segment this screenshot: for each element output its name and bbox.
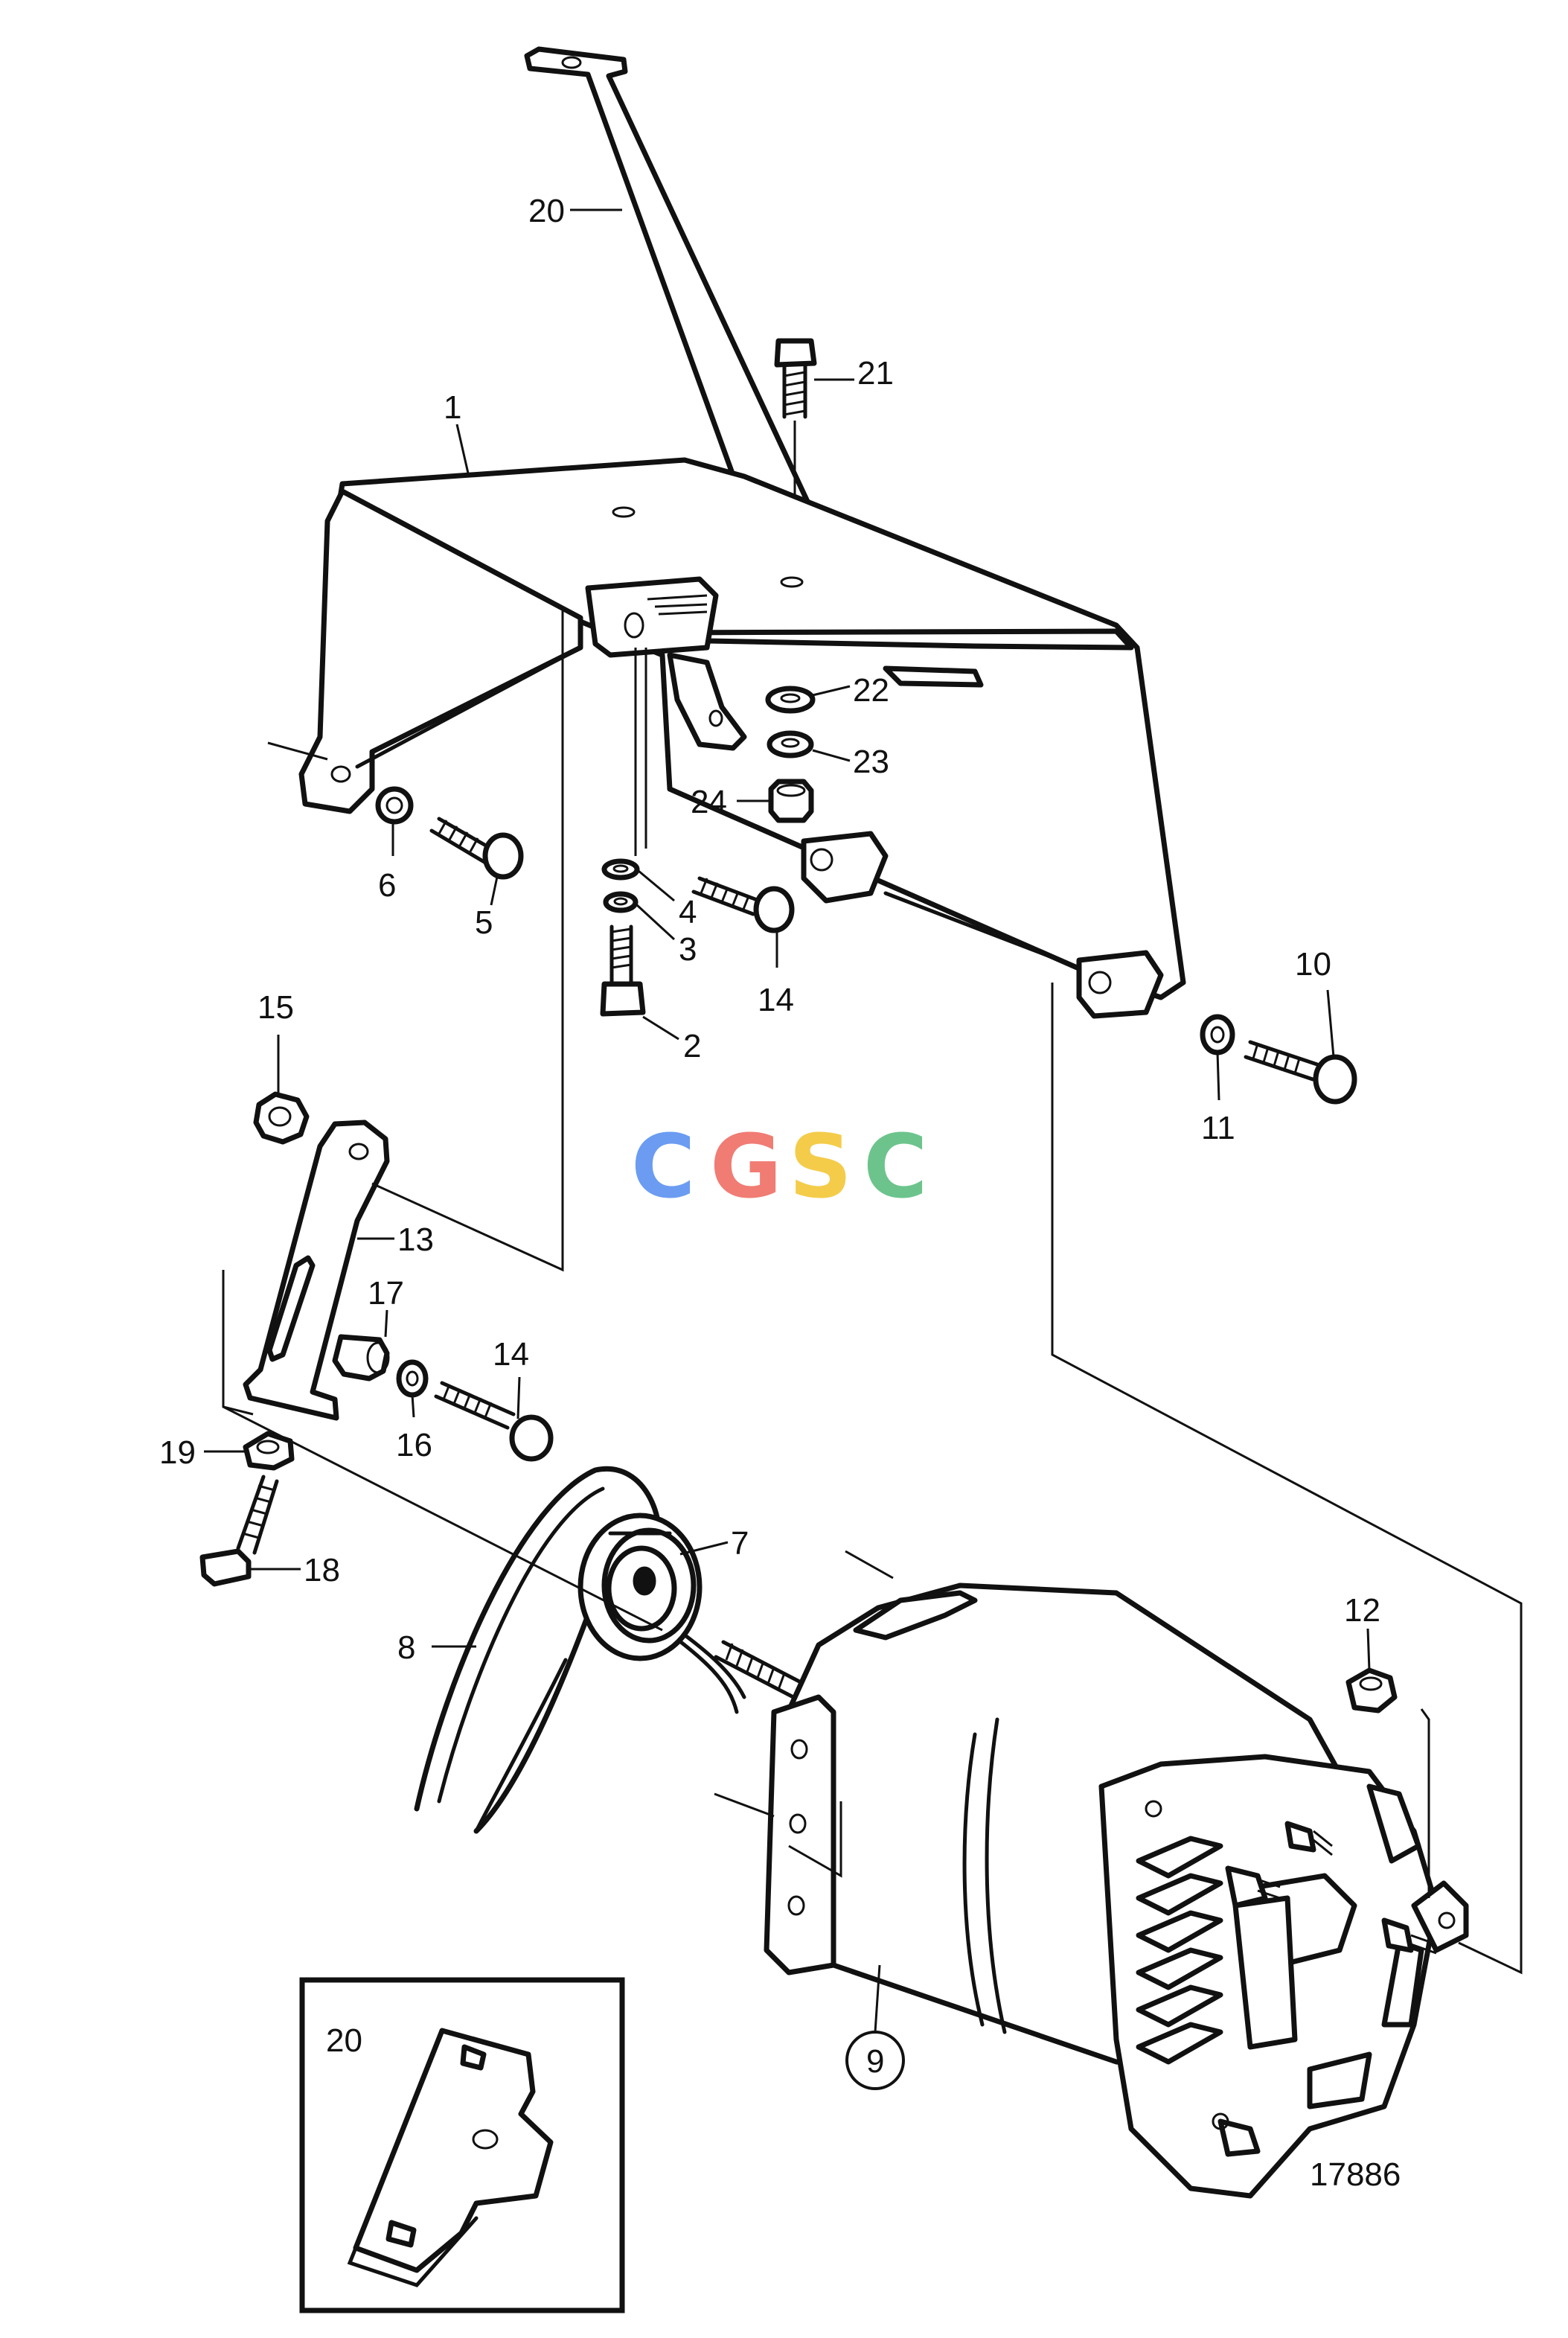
nut-19	[243, 1431, 295, 1471]
watermark-logo: C G S C	[631, 1115, 928, 1218]
nut-15	[253, 1091, 310, 1145]
callout-25: 24	[691, 784, 771, 820]
callout-1: 1	[444, 389, 470, 477]
svg-text:6: 6	[378, 867, 396, 904]
callout-15: 15	[257, 989, 294, 1094]
callout-14-upper: 14	[758, 932, 794, 1018]
alternator-bracket	[298, 457, 1186, 1019]
svg-text:18: 18	[304, 1552, 340, 1588]
inset-plate	[347, 2028, 554, 2287]
svg-text:23: 23	[853, 744, 889, 780]
washer-11	[1200, 1014, 1235, 1055]
svg-text:14: 14	[493, 1336, 529, 1373]
svg-text:3: 3	[679, 931, 697, 968]
svg-text:2: 2	[683, 1028, 701, 1064]
svg-text:24: 24	[691, 784, 727, 820]
callout-22: 21	[814, 355, 894, 392]
spacer-17	[332, 1334, 390, 1382]
washer-16	[396, 1359, 429, 1398]
callout-5: 5	[475, 876, 499, 941]
svg-text:21: 21	[857, 355, 894, 392]
watermark-letter: C	[863, 1115, 928, 1218]
callout-12: 12	[1344, 1592, 1380, 1671]
callout-9: 9	[845, 1964, 905, 2090]
callout-6: 6	[378, 822, 396, 904]
heatsink-fins	[1136, 1836, 1223, 2065]
svg-text:13: 13	[397, 1221, 434, 1258]
svg-text:5: 5	[475, 904, 493, 941]
callout-17: 17	[368, 1275, 404, 1338]
svg-text:15: 15	[257, 989, 294, 1026]
svg-text:8: 8	[397, 1629, 415, 1666]
washer-4	[601, 858, 640, 881]
callout-16: 16	[396, 1394, 432, 1463]
watermark-letter: C	[631, 1115, 696, 1218]
bolt-5	[429, 817, 524, 880]
svg-text:10: 10	[1295, 946, 1331, 983]
callout-14-lower: 14	[493, 1336, 529, 1419]
callout-18: 18	[249, 1552, 340, 1588]
alternator	[714, 1582, 1469, 2199]
inset-box: 20	[299, 1977, 625, 2313]
bolt-2	[600, 924, 646, 1017]
callout-19: 19	[159, 1434, 246, 1471]
svg-text:11: 11	[1201, 1110, 1235, 1146]
bolt-10	[1244, 1040, 1357, 1105]
bolt-18	[199, 1475, 279, 1587]
svg-text:7: 7	[731, 1525, 749, 1562]
terminal-studs	[1145, 1800, 1437, 2157]
washers-23-24	[765, 686, 816, 758]
svg-text:22: 22	[853, 672, 889, 709]
svg-text:9: 9	[866, 2043, 884, 2080]
callout-8: 8	[397, 1629, 476, 1666]
watermark-letter: S	[789, 1115, 852, 1218]
svg-text:14: 14	[758, 982, 794, 1018]
washer-3	[603, 891, 639, 913]
drive-belt	[414, 1466, 746, 1834]
bolt-14-lower	[434, 1381, 554, 1462]
callout-4: 4	[638, 869, 697, 930]
washer-6	[375, 786, 414, 825]
nut-12	[1345, 1667, 1398, 1713]
svg-text:19: 19	[159, 1434, 196, 1471]
watermark-letter: G	[710, 1115, 782, 1218]
svg-text:20: 20	[528, 193, 565, 229]
assembly-lines	[222, 607, 1523, 1975]
svg-text:17: 17	[368, 1275, 404, 1312]
adjusting-arm	[243, 1120, 390, 1421]
svg-text:20: 20	[326, 2022, 362, 2059]
figure-number: 17886	[1310, 2156, 1401, 2193]
callout-13: 13	[357, 1221, 434, 1258]
svg-text:1: 1	[444, 389, 461, 426]
callout-2: 2	[642, 1015, 701, 1064]
pulley	[577, 1513, 703, 1661]
svg-text:16: 16	[396, 1427, 432, 1463]
svg-text:4: 4	[679, 894, 697, 930]
svg-text:12: 12	[1344, 1592, 1380, 1629]
bolt-22	[774, 338, 817, 566]
nut-25	[768, 779, 814, 823]
bolt-14-upper	[691, 876, 795, 933]
callout-23: 22	[812, 672, 889, 709]
callout-3: 3	[636, 904, 697, 968]
callout-11: 11	[1201, 1052, 1235, 1146]
callout-21: 20	[528, 193, 622, 229]
callout-7: 7	[679, 1525, 749, 1562]
callout-24: 23	[812, 744, 889, 780]
callout-10: 10	[1295, 946, 1335, 1058]
